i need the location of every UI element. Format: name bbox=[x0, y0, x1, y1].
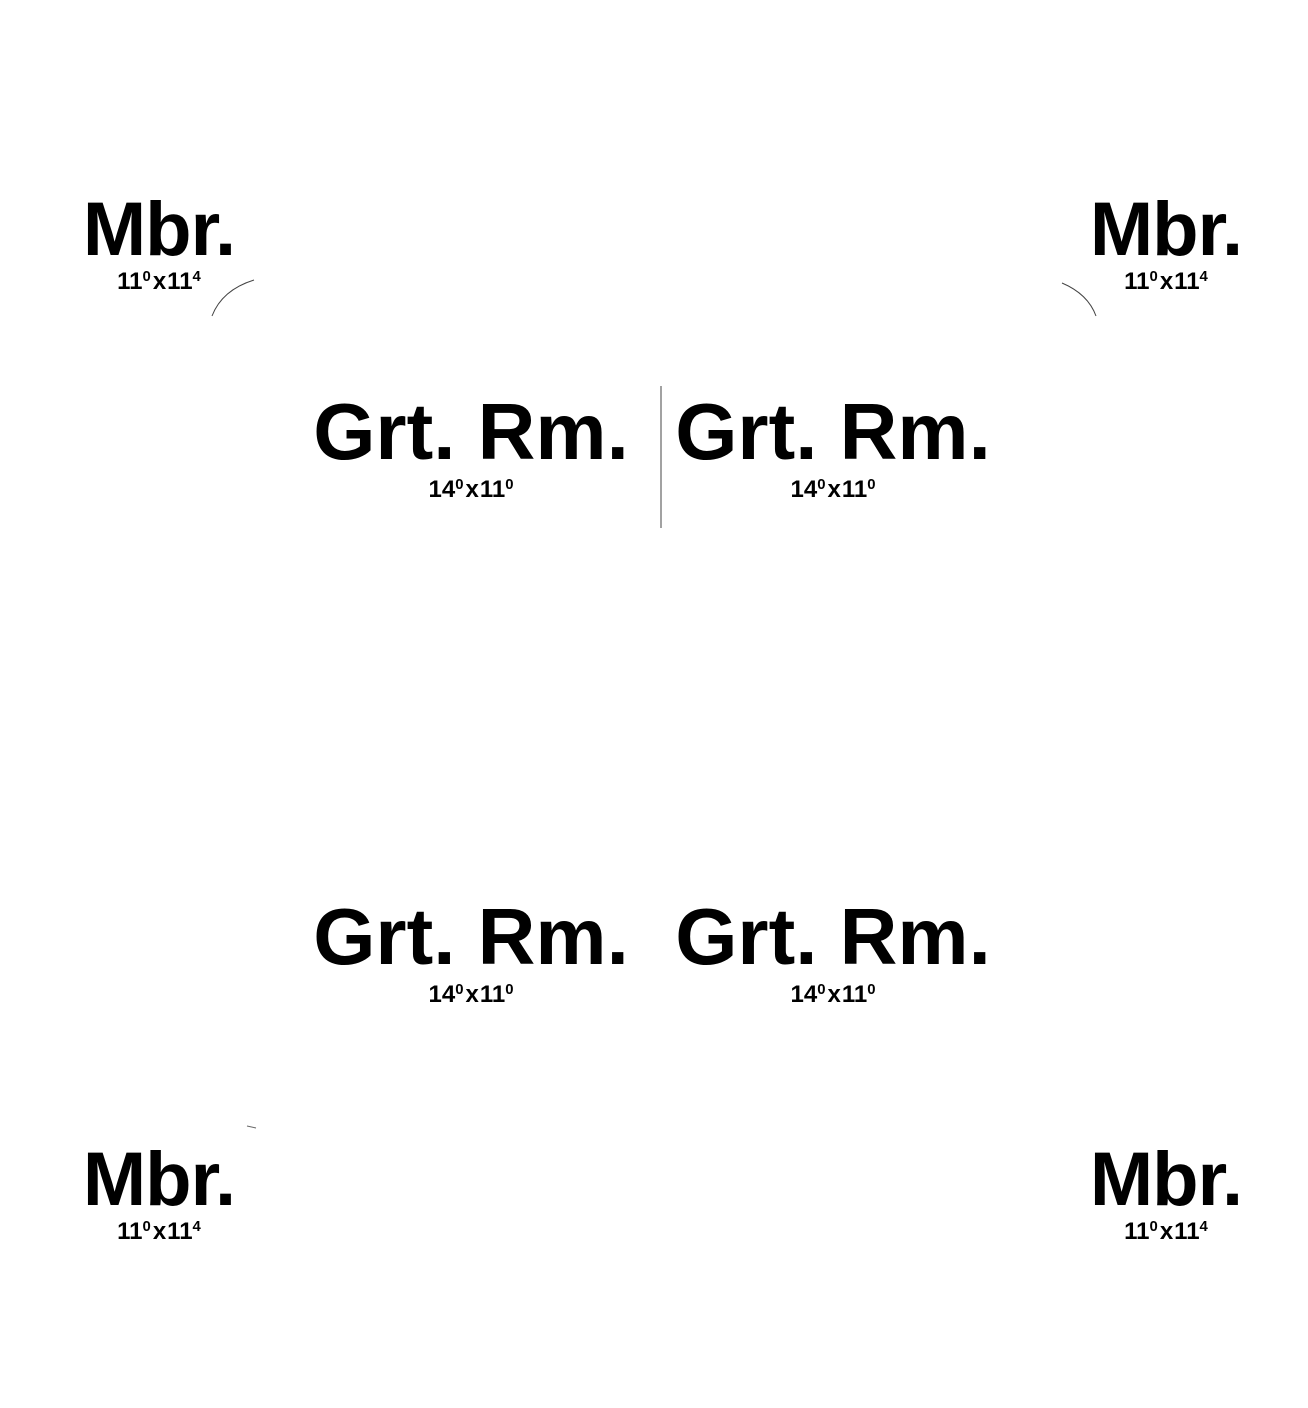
dimension-length: 11 bbox=[841, 476, 868, 503]
dimension-width: 14 bbox=[428, 476, 456, 503]
plan-mark bbox=[246, 1125, 257, 1129]
dimension-width: 11 bbox=[1124, 1218, 1150, 1245]
dimension-width: 14 bbox=[790, 476, 818, 503]
room-name: Mbr. bbox=[82, 1137, 236, 1222]
dimension-length: 11 bbox=[1174, 1218, 1200, 1245]
dimension-separator: x bbox=[465, 981, 479, 1008]
room-label-great-room: Grt. Rm. 140x110 bbox=[298, 897, 644, 1007]
room-label-master-bedroom: Mbr. 110x114 bbox=[66, 1142, 252, 1244]
dimension-length-inches: 4 bbox=[192, 268, 201, 285]
dimension-length-inches: 4 bbox=[1199, 268, 1208, 285]
dimension-width-inches: 0 bbox=[1149, 268, 1158, 285]
dimension-length: 11 bbox=[1174, 268, 1200, 295]
room-label-master-bedroom: Mbr. 110x114 bbox=[1073, 1142, 1259, 1244]
dimension-length: 11 bbox=[167, 1218, 193, 1245]
room-name: Mbr. bbox=[1089, 187, 1243, 272]
dimension-separator: x bbox=[827, 476, 841, 503]
dimension-width-inches: 0 bbox=[817, 981, 826, 998]
room-dimensions: 140x110 bbox=[660, 476, 1006, 503]
room-dimensions: 140x110 bbox=[298, 981, 644, 1008]
dimension-length-inches: 4 bbox=[1199, 1218, 1208, 1235]
dimension-width: 11 bbox=[117, 268, 143, 295]
room-name: Grt. Rm. bbox=[675, 387, 991, 476]
dimension-width-inches: 0 bbox=[1149, 1218, 1158, 1235]
dimension-width: 14 bbox=[428, 981, 456, 1008]
dimension-separator: x bbox=[152, 1218, 167, 1245]
dimension-separator: x bbox=[1159, 268, 1174, 295]
dimension-width-inches: 0 bbox=[455, 476, 464, 493]
dimension-length-inches: 0 bbox=[867, 981, 876, 998]
room-name: Grt. Rm. bbox=[313, 387, 629, 476]
dimension-separator: x bbox=[827, 981, 841, 1008]
dimension-separator: x bbox=[1159, 1218, 1174, 1245]
dimension-length: 11 bbox=[167, 268, 193, 295]
dimension-length: 11 bbox=[479, 981, 506, 1008]
room-name: Grt. Rm. bbox=[313, 892, 629, 981]
dimension-length: 11 bbox=[841, 981, 868, 1008]
dimension-width: 11 bbox=[1124, 268, 1150, 295]
room-label-master-bedroom: Mbr. 110x114 bbox=[66, 192, 252, 294]
dimension-width-inches: 0 bbox=[142, 1218, 151, 1235]
room-dimensions: 110x114 bbox=[1073, 268, 1259, 295]
dimension-length-inches: 0 bbox=[505, 476, 514, 493]
room-name: Grt. Rm. bbox=[675, 892, 991, 981]
dimension-length-inches: 0 bbox=[867, 476, 876, 493]
dimension-width-inches: 0 bbox=[142, 268, 151, 285]
room-dimensions: 140x110 bbox=[660, 981, 1006, 1008]
room-name: Mbr. bbox=[1089, 1137, 1243, 1222]
room-dimensions: 110x114 bbox=[66, 1218, 252, 1245]
dimension-width: 11 bbox=[117, 1218, 143, 1245]
dimension-length-inches: 4 bbox=[192, 1218, 201, 1235]
room-label-great-room: Grt. Rm. 140x110 bbox=[298, 392, 644, 502]
room-label-great-room: Grt. Rm. 140x110 bbox=[660, 897, 1006, 1007]
room-dimensions: 140x110 bbox=[298, 476, 644, 503]
dimension-separator: x bbox=[152, 268, 167, 295]
room-dimensions: 110x114 bbox=[66, 268, 252, 295]
dimension-length-inches: 0 bbox=[505, 981, 514, 998]
dimension-width-inches: 0 bbox=[817, 476, 826, 493]
dimension-length: 11 bbox=[479, 476, 506, 503]
dimension-width: 14 bbox=[790, 981, 818, 1008]
room-dimensions: 110x114 bbox=[1073, 1218, 1259, 1245]
dimension-width-inches: 0 bbox=[455, 981, 464, 998]
room-name: Mbr. bbox=[82, 187, 236, 272]
dimension-separator: x bbox=[465, 476, 479, 503]
room-label-master-bedroom: Mbr. 110x114 bbox=[1073, 192, 1259, 294]
room-label-great-room: Grt. Rm. 140x110 bbox=[660, 392, 1006, 502]
